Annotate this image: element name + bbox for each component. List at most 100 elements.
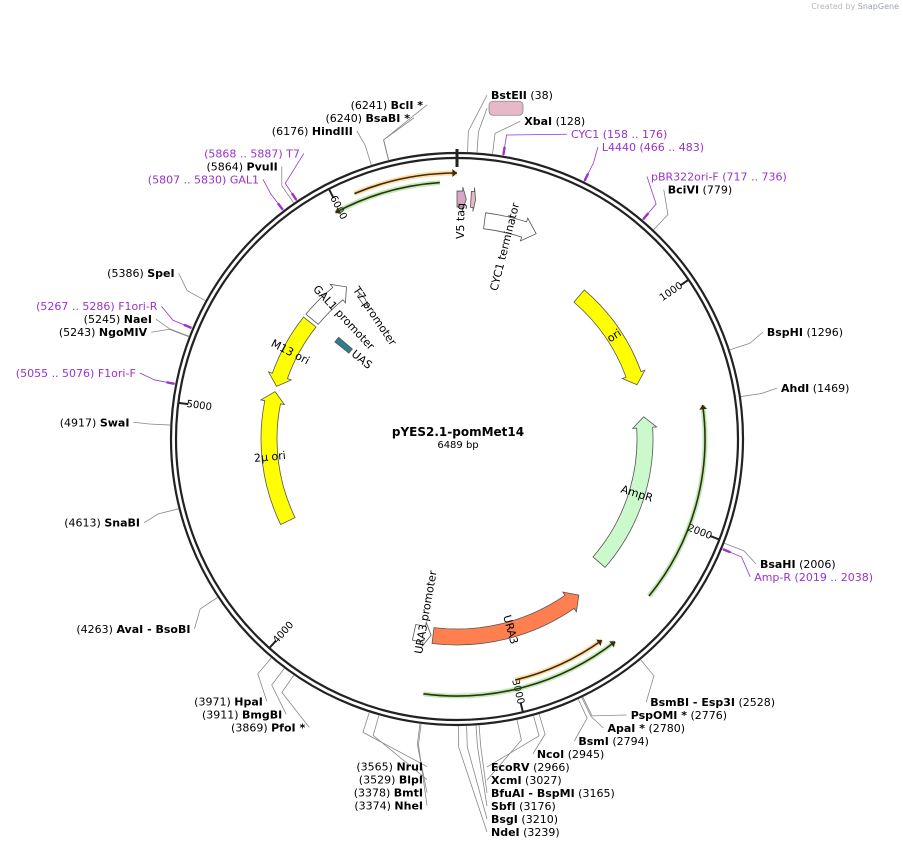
site-bsahi: BsaHI (2006): [760, 558, 836, 571]
site-loc-pvuii: (5864): [206, 160, 246, 173]
site-name-t7: T7: [285, 147, 300, 160]
site-loc-pspomi: (2776): [687, 709, 727, 722]
site-name-sbfi: SbfI: [491, 800, 516, 813]
snapgene-watermark: Created by SnapGene: [811, 2, 899, 11]
site-hpai: (3971) HpaI: [194, 695, 263, 708]
leader-snabi: [143, 508, 179, 524]
site-pfoi: (3869) PfoI *: [231, 721, 305, 734]
site-xcmi: XcmI (3027): [491, 774, 562, 787]
leader-pfoi: [281, 674, 310, 728]
site-name-swai: SwaI: [100, 416, 130, 429]
site-loc-nrui: (3565): [356, 761, 396, 774]
site-ncoi: NcoI (2945): [537, 748, 604, 761]
site-name-naei: NaeI: [124, 313, 152, 326]
site-name-snabi: SnaBI: [104, 517, 140, 530]
leader-spei: [178, 273, 206, 302]
primer-mark-t7: [290, 192, 298, 201]
leader-ndei: [458, 725, 488, 833]
leader-xbai: [492, 120, 521, 155]
site-name-bsmbi-esp3i: BsmBI - Esp3I: [650, 696, 735, 709]
site-loc-bcli: (6241): [351, 99, 391, 112]
backbone-ring: [169, 149, 745, 727]
site-name-bcli: BclI *: [391, 99, 424, 112]
site-bfuai-bspmi: BfuAI - BspMI (3165): [491, 787, 615, 800]
site-loc-hpai: (3971): [194, 695, 234, 708]
site-nrui: (3565) NruI: [356, 761, 423, 774]
orf-line-3: [423, 640, 616, 697]
leader-bsmi: [574, 698, 588, 742]
leader-bsahi: [724, 542, 757, 565]
orf-head-0: [452, 169, 457, 178]
site-name-ndei: NdeI: [491, 826, 520, 839]
orf-line-1: [335, 181, 440, 214]
leader-bsphi: [729, 331, 764, 351]
site-loc-hindiii: (6176): [272, 125, 312, 138]
site-loc-naei: (5245): [84, 313, 124, 326]
site-bsmbi-esp3i: BsmBI - Esp3I (2528): [650, 696, 775, 709]
site-loc-bfuai-bspmi: (3165): [575, 787, 615, 800]
leader-bmgbi: [271, 668, 287, 715]
site-loc-xbai: (128): [552, 115, 585, 128]
site-name-bsteii: BstEII: [491, 89, 527, 102]
site-name-pvuii: PvuII: [247, 160, 278, 173]
orf-line-2: [648, 404, 706, 597]
site-ecorv: EcoRV (2966): [491, 761, 570, 774]
site-apai: ApaI * (2780): [607, 722, 685, 735]
tick-label-4000: 4000: [271, 620, 296, 646]
tick-3000: [519, 702, 524, 713]
leader-cyc1: [502, 133, 567, 156]
site-loc-nhei: (3374): [354, 800, 394, 813]
site-loc-apai: (2780): [645, 722, 685, 735]
site-name-cyc1: CYC1: [571, 128, 599, 141]
site-loc-bsabi: (6240): [325, 112, 365, 125]
leader-bfuai-bspmi: [478, 725, 488, 794]
site-naei: (5245) NaeI: [84, 313, 152, 326]
site-snabi: (4613) SnaBI: [64, 517, 140, 530]
leader-pspomi: [582, 696, 627, 717]
site-name-ncoi: NcoI: [537, 748, 564, 761]
primer-mark-f1ori-f: [166, 381, 175, 385]
site-loc-t7: (5868 .. 5887): [204, 147, 286, 160]
site-bcli: (6241) BclI *: [351, 99, 424, 112]
site-name-xbai: XbaI: [524, 115, 552, 128]
site-cyc1: CYC1 (158 .. 176): [571, 128, 667, 141]
site-name-ngomiv: NgoMIV: [99, 326, 148, 339]
site-name-ecorv: EcoRV: [491, 761, 530, 774]
leader-swai: [133, 421, 171, 426]
tick-4000: [268, 639, 277, 649]
leader-pvuii: [281, 166, 295, 204]
site-loc-bsmi: (2794): [609, 735, 649, 748]
site-bsphi: BspHI (1296): [767, 326, 843, 339]
leader-f1ori-r: [161, 305, 193, 329]
leader-sbfi: [475, 725, 488, 807]
site-name-bmgbi: BmgBI: [242, 708, 282, 721]
primer-mark-l4440: [583, 173, 590, 182]
site-bmgbi: (3911) BmgBI: [202, 708, 282, 721]
leader-xcmi: [486, 719, 522, 781]
site-bsteii: BstEII (38): [491, 89, 553, 102]
feature-label-uas: UAS: [349, 347, 375, 371]
leader-ngomiv: [151, 328, 189, 338]
site-bsgi: BsgI (3210): [491, 813, 558, 826]
primer-mark-pbr322ori-f: [642, 212, 650, 221]
site-avai-bsobi: (4263) AvaI - BsoBI: [76, 623, 190, 636]
site-name-bsgi: BsgI: [491, 813, 518, 826]
tick-label-1000: 1000: [658, 280, 685, 303]
leader-ecorv: [486, 715, 540, 768]
leader-hpai: [257, 657, 272, 702]
site-loc-gal1: (5807 .. 5830): [148, 173, 230, 186]
site-loc-amp-r: (2019 .. 2038): [791, 571, 873, 584]
site-name-bfuai-bspmi: BfuAI - BspMI: [491, 787, 575, 800]
site-bcivi: BciVI (779): [668, 184, 732, 197]
site-name-f1ori-r: F1ori-R: [118, 300, 158, 313]
his-tag-box: [488, 100, 524, 116]
site-loc-f1ori-f: (5055 .. 5076): [16, 367, 98, 380]
site-blpi: (3529) BlpI: [359, 774, 423, 787]
primer-mark-gal1: [276, 202, 284, 211]
primer-mark-f1ori-r: [183, 323, 192, 329]
leader-naei: [155, 318, 190, 337]
site-name-bsabi: BsaBI *: [366, 112, 411, 125]
site-loc-bmti: (3378): [354, 787, 394, 800]
leader-bcivi: [653, 189, 669, 231]
